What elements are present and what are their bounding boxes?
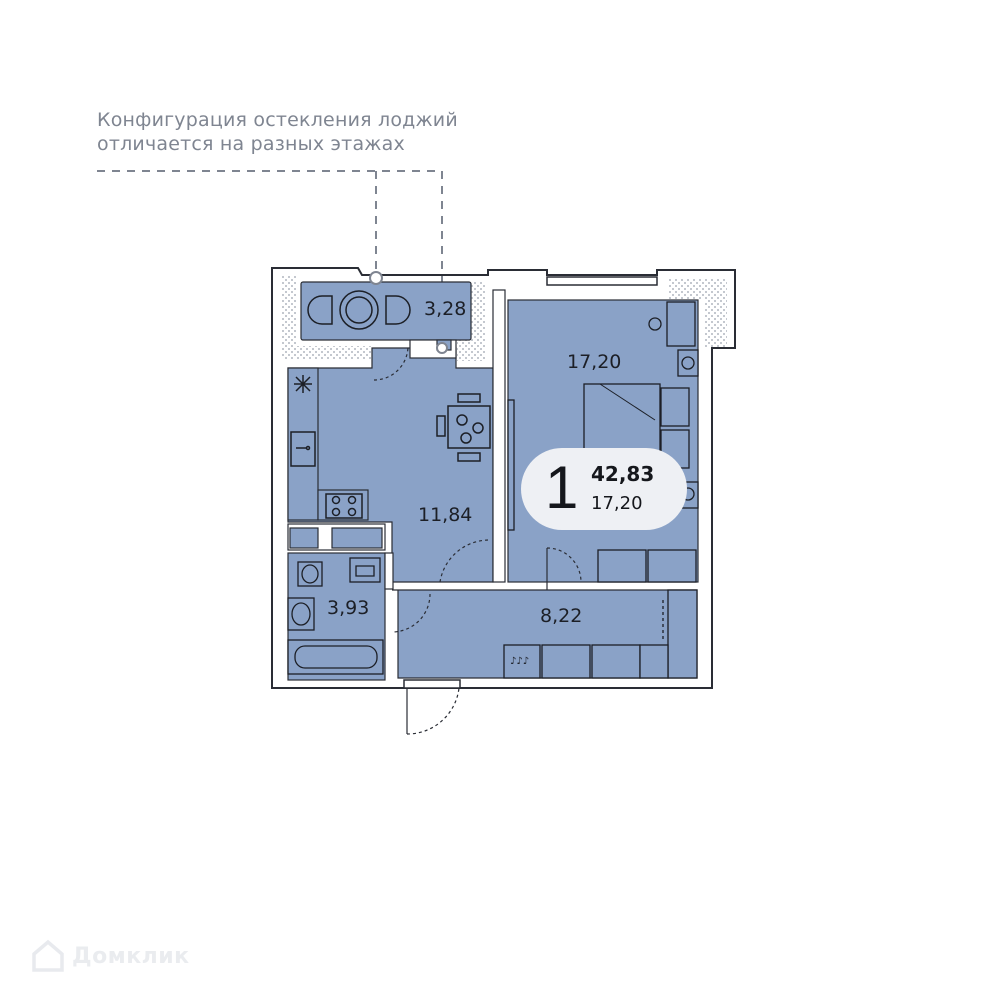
bedroom-door [546,547,582,590]
house-icon [32,939,64,972]
loggia-area-label: 3,28 [424,298,467,320]
bathroom-fixtures [287,557,384,675]
entrance-door [406,687,460,735]
dining-table-icon [436,393,491,462]
bathroom-door [391,593,431,633]
room-count: 1 [545,454,579,521]
total-area: 42,83 [591,462,655,486]
walls [271,267,736,689]
hall-furniture: ♪♪♪ [503,589,698,679]
logo-text: Домклик [72,943,190,969]
kitchen-hall-door [439,539,491,583]
logo: Домклик [30,940,190,972]
living-area: 17,20 [591,493,643,514]
glazing-markers [369,271,448,354]
stove-icon [325,493,363,519]
fridge-icon [294,375,312,393]
windows [403,276,658,689]
glazing-note: Конфигурация остекления лоджий отличаетс… [97,108,458,156]
glazing-note-line-2: отличается на разных этажах [97,133,405,155]
bathroom-area-label: 3,93 [327,597,370,619]
kitchen-area-label: 11,84 [418,504,473,526]
sink-icon [290,431,316,467]
loggia-table-icon [307,290,411,330]
svg-text:♪♪♪: ♪♪♪ [510,656,529,667]
hall-area-label: 8,22 [540,605,583,627]
glazing-note-line-1: Конфигурация остекления лоджий [97,109,458,131]
bedroom-area-label: 17,20 [567,351,622,373]
apartment-summary-badge: 1 42,83 17,20 [521,448,687,530]
